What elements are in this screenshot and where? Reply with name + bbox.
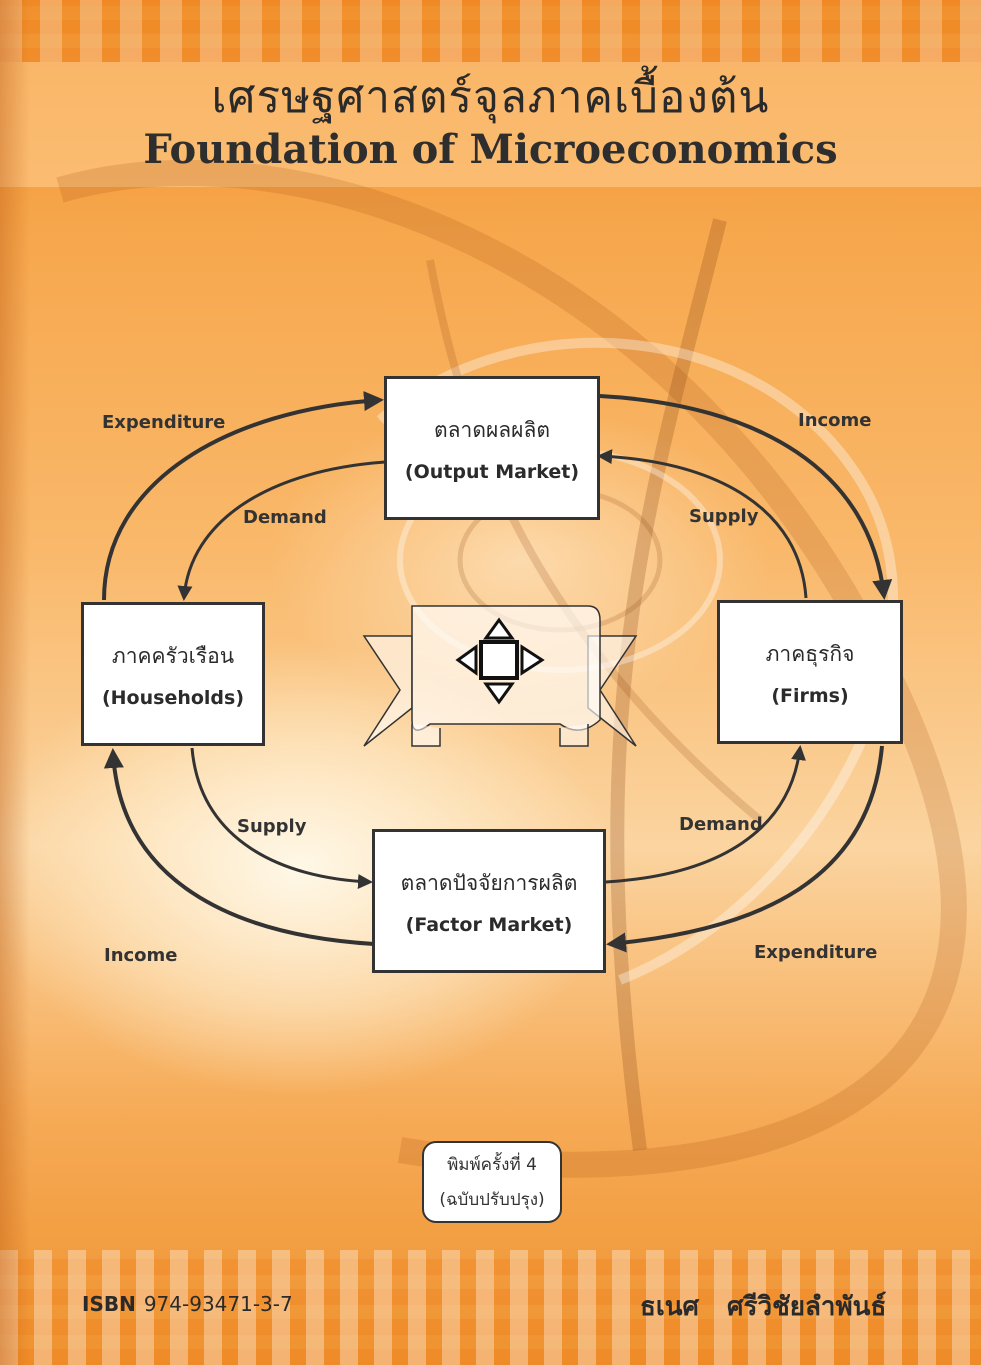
top-mosaic-pattern xyxy=(0,0,981,62)
isbn-label: ISBN xyxy=(82,1292,136,1316)
spine-shadow xyxy=(0,0,30,1365)
factor-market-thai: ตลาดปัจจัยการผลิต xyxy=(400,870,578,895)
label-supply-bottom: Supply xyxy=(237,816,307,837)
arrow-supply-bottom xyxy=(190,747,373,889)
label-expenditure-top: Expenditure xyxy=(102,412,226,433)
households-thai: ภาคครัวเรือน xyxy=(111,643,235,668)
households-box: ภาคครัวเรือน (Households) xyxy=(81,602,265,746)
output-market-thai: ตลาดผลผลิต xyxy=(434,417,550,442)
edition-badge: พิมพ์ครั้งที่ 4 (ฉบับปรับปรุง) xyxy=(422,1141,562,1223)
label-income-top: Income xyxy=(798,410,872,431)
factor-market-english: (Factor Market) xyxy=(405,913,573,936)
firms-thai: ภาคธุรกิจ xyxy=(765,641,855,666)
isbn: ISBN 974-93471-3-7 xyxy=(82,1292,293,1316)
title-english: Foundation of Microeconomics xyxy=(143,126,838,173)
arrow-supply-top xyxy=(597,449,808,599)
output-market-english: (Output Market) xyxy=(404,460,580,483)
arrow-demand-bottom xyxy=(605,745,806,884)
arrow-expenditure-top xyxy=(102,391,384,601)
bottom-mosaic-pattern xyxy=(0,1250,981,1365)
label-demand-top: Demand xyxy=(243,507,327,528)
edition-revised: (ฉบับปรับปรุง) xyxy=(439,1190,545,1210)
isbn-number: 974-93471-3-7 xyxy=(143,1292,293,1316)
households-english: (Households) xyxy=(101,686,245,709)
title-band xyxy=(0,62,981,187)
label-supply-top: Supply xyxy=(689,506,759,527)
label-demand-bottom: Demand xyxy=(679,814,763,835)
ribbon-banner-with-four-arrows-icon xyxy=(362,605,638,747)
arrow-income-bottom xyxy=(103,748,375,946)
firms-box: ภาคธุรกิจ (Firms) xyxy=(717,600,903,744)
author-last-name: ศรีวิชัยลำพันธ์ xyxy=(727,1292,887,1322)
arrow-demand-top xyxy=(177,460,387,601)
author-name: ธเนศ ศรีวิชัยลำพันธ์ xyxy=(640,1286,886,1327)
title-thai: เศรษฐศาสตร์จุลภาคเบื้องต้น xyxy=(211,72,770,123)
edition-number: พิมพ์ครั้งที่ 4 xyxy=(447,1155,537,1175)
output-market-box: ตลาดผลผลิต (Output Market) xyxy=(384,376,600,520)
firms-english: (Firms) xyxy=(771,684,849,707)
arrow-income-top xyxy=(599,394,893,600)
arrow-expenditure-bottom xyxy=(606,745,884,953)
factor-market-box: ตลาดปัจจัยการผลิต (Factor Market) xyxy=(372,829,606,973)
label-income-bottom: Income xyxy=(104,945,178,966)
label-expenditure-bottom: Expenditure xyxy=(754,942,878,963)
author-first-name: ธเนศ xyxy=(640,1292,700,1322)
